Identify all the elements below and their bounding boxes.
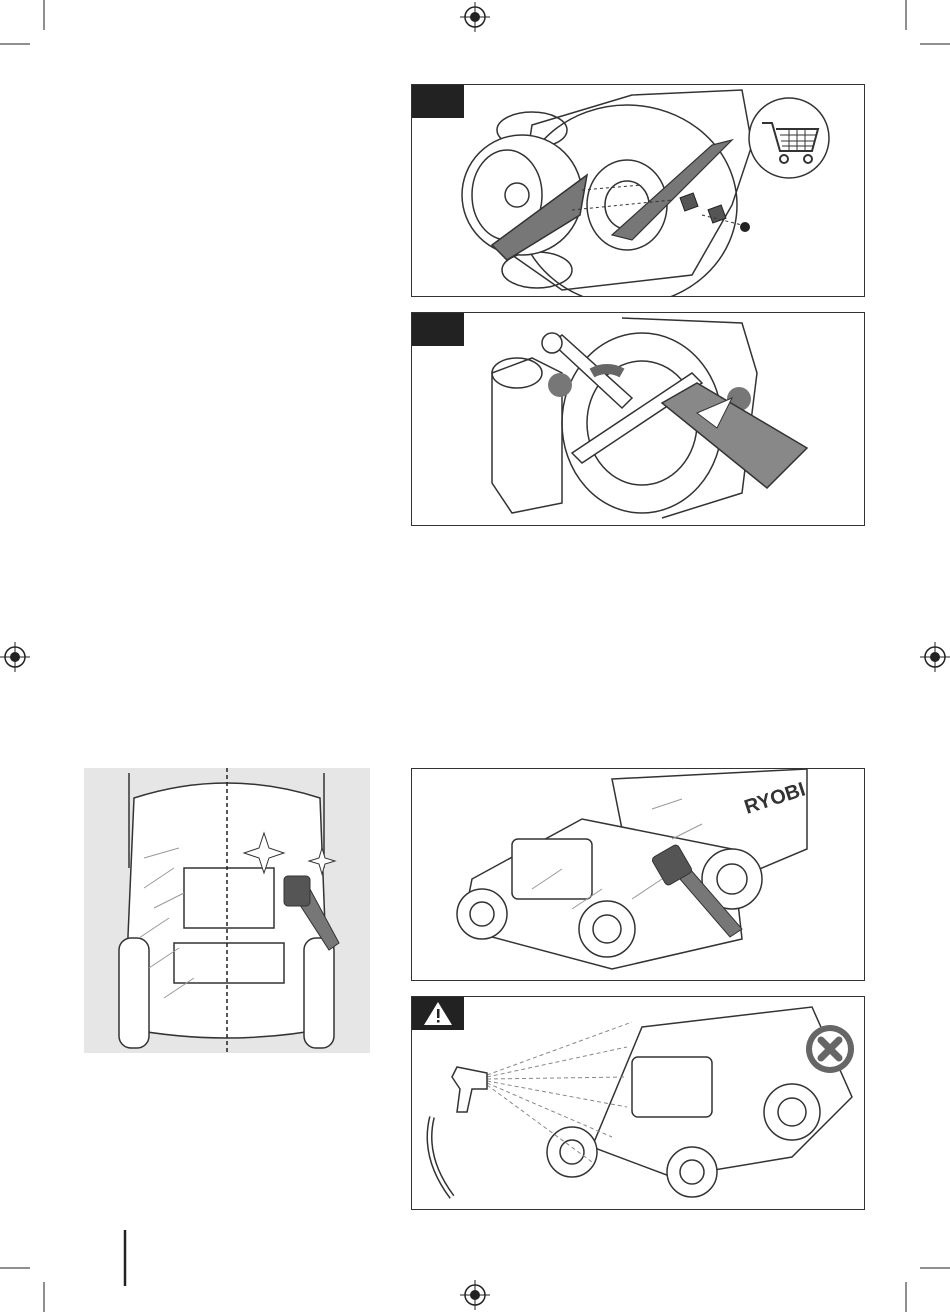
prohibited-x-icon [804,1023,856,1075]
registration-mark-bottom [460,1280,490,1310]
mower-brush-drawing: RYOBI [412,769,864,980]
no-water-illustration [411,996,865,1210]
registration-mark-left [0,642,30,672]
registration-mark-right [920,642,950,672]
underside-clean-illustration [84,768,370,1053]
brush-clean-illustration: RYOBI [411,768,865,981]
shopping-cart-icon [744,93,834,183]
wrench-drawing [412,313,864,525]
registration-mark-top [460,2,490,32]
hose-spray-drawing [412,997,864,1209]
mower-top-view-drawing [84,768,370,1053]
blade-removal-illustration [411,84,865,297]
callout-1 [548,373,572,397]
blade-tighten-illustration [411,312,865,526]
